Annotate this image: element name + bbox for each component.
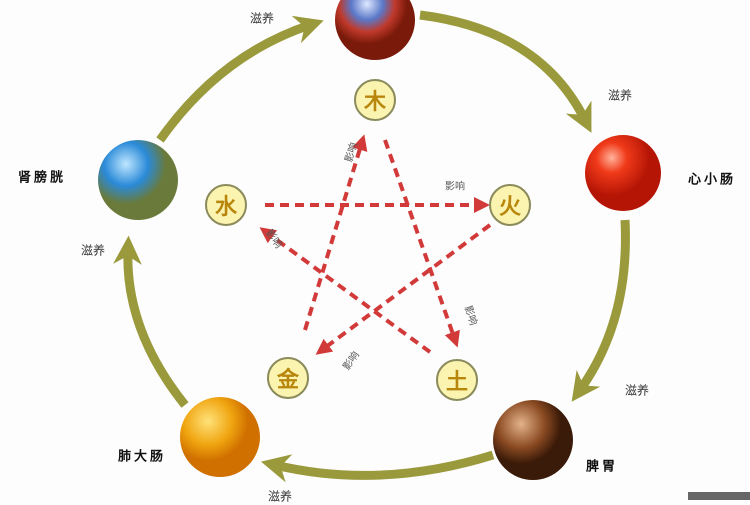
cycle-label: 滋养 bbox=[267, 489, 293, 504]
cycle-arrow-metal-water bbox=[113, 235, 189, 408]
cycle-label: 滋养 bbox=[249, 11, 275, 26]
earth-globe bbox=[493, 400, 573, 480]
cycle-label: 滋养 bbox=[624, 383, 650, 398]
control-arrow-wood-earth bbox=[383, 139, 460, 348]
control-arrow-fire-metal bbox=[315, 223, 492, 355]
organ-label-water: 肾膀胱 bbox=[17, 170, 67, 186]
control-arrow-metal-wood bbox=[303, 134, 368, 331]
cycle-arrow-wood-fire bbox=[419, 10, 592, 133]
control-arrow-earth-water bbox=[259, 227, 432, 354]
cycle-arrow-earth-metal bbox=[260, 450, 495, 483]
water-globe bbox=[98, 140, 178, 220]
element-wood: 木 bbox=[354, 79, 396, 121]
organ-label-fire: 心小肠 bbox=[687, 172, 737, 188]
cycle-arrow-water-wood bbox=[156, 15, 324, 143]
organ-label-earth: 脾胃 bbox=[585, 459, 619, 475]
fire-globe bbox=[585, 135, 661, 211]
cycle-label: 滋养 bbox=[80, 243, 106, 258]
element-water: 水 bbox=[205, 184, 247, 226]
wood-globe bbox=[335, 0, 415, 60]
cycle-label: 滋养 bbox=[607, 88, 633, 103]
element-fire: 火 bbox=[489, 184, 531, 226]
corner-bar bbox=[688, 492, 750, 500]
cycle-arrow-fire-earth bbox=[571, 219, 630, 402]
organ-label-metal: 肺大肠 bbox=[117, 449, 167, 465]
element-metal: 金 bbox=[267, 357, 309, 399]
metal-globe bbox=[180, 397, 260, 477]
control-label: 影响 bbox=[445, 181, 465, 193]
element-earth: 土 bbox=[436, 359, 478, 401]
